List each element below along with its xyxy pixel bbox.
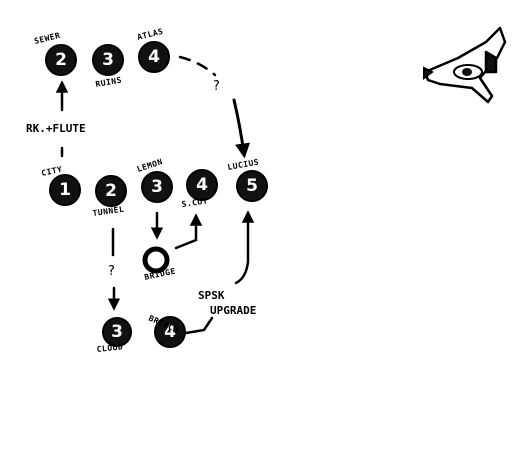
node-label: SEWER — [33, 31, 61, 46]
node-number: 4 — [148, 47, 160, 67]
node-sewer: 2 SEWER — [33, 31, 77, 76]
eye-ship-icon — [423, 26, 507, 104]
edge-bridge-scut — [174, 213, 203, 250]
node-circle — [138, 41, 170, 73]
node-circle — [92, 44, 124, 76]
node-bridge: BRIDGE — [142, 246, 177, 282]
node-label: CLOUD — [96, 342, 123, 354]
edge-label-tunnel-question: ? — [108, 264, 115, 279]
node-number: 3 — [111, 322, 123, 342]
node-label: ATLAS — [136, 27, 164, 42]
eye-pupil — [462, 68, 472, 76]
node-number: 1 — [59, 180, 71, 200]
node-circle — [45, 44, 77, 76]
node-number: 5 — [246, 176, 258, 196]
node-circle — [102, 317, 132, 347]
node-label: CITY — [41, 165, 64, 178]
edge-label-spsk: SPSK — [198, 289, 225, 302]
node-circle — [154, 316, 186, 348]
node-circle — [141, 171, 173, 203]
node-city: 1 CITY — [41, 165, 81, 206]
edges: RK.+FLUTE ? ? SPSK UPGRADE — [26, 55, 256, 335]
node-number: 3 — [102, 50, 114, 70]
node-circle — [236, 170, 268, 202]
node-label: RUINS — [95, 75, 123, 88]
node-circle — [142, 246, 170, 274]
node-atlas: 4 ATLAS — [136, 27, 170, 73]
node-number: 4 — [196, 175, 208, 195]
node-label: LUCIUS — [227, 158, 260, 172]
node-label: S.CUT — [181, 196, 209, 209]
edge-breach-lucius — [184, 214, 248, 335]
node-lucius: 5 LUCIUS — [227, 158, 268, 202]
node-cloud: 3 CLOUD — [96, 317, 132, 354]
edge-label-atlas-question: ? — [213, 79, 220, 94]
node-tunnel: 2 TUNNEL — [92, 175, 127, 218]
edge-label-upgrade: UPGRADE — [210, 304, 256, 317]
node-number: 4 — [164, 322, 176, 342]
node-circle — [49, 174, 81, 206]
edge-atlas-lucius — [178, 55, 217, 77]
node-number: 3 — [151, 177, 163, 197]
node-breach: 4 BREACH — [147, 314, 186, 348]
node-circle — [186, 169, 218, 201]
node-s-cut: 4 S.CUT — [181, 169, 218, 209]
node-number: 2 — [105, 181, 117, 201]
node-label: TUNNEL — [92, 205, 125, 218]
node-ruins: 3 RUINS — [92, 44, 124, 89]
edge-label-rk-flute: RK.+FLUTE — [26, 122, 86, 135]
node-circle — [95, 175, 127, 207]
edge-atlas-lucius-arrow — [232, 98, 250, 159]
node-lemon: 3 LEMON — [136, 157, 173, 203]
node-number: 2 — [55, 50, 67, 70]
